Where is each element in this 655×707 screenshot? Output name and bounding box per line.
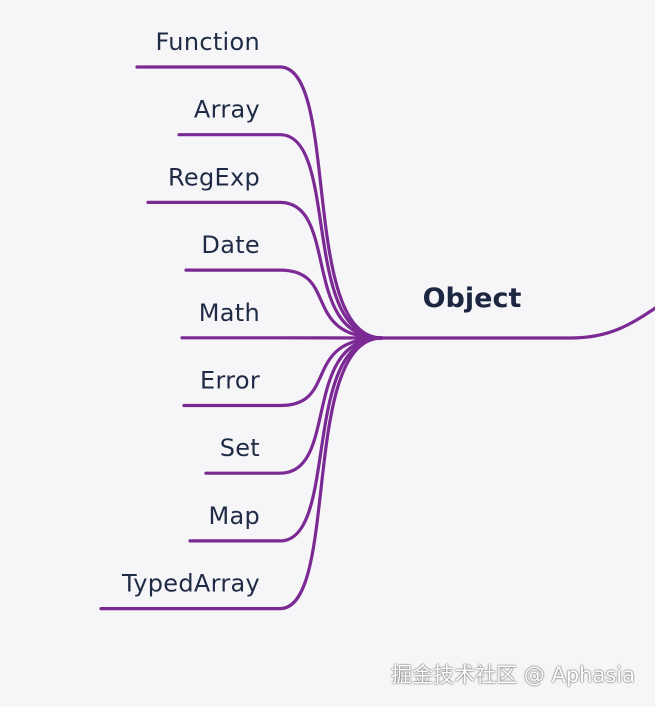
mindmap-child-labels: FunctionArrayRegExpDateMathErrorSetMapTy… [121,28,260,598]
branch-line-set [204,336,384,475]
branch-line-array [177,133,384,340]
node-regexp[interactable]: RegExp [168,163,260,191]
node-date[interactable]: Date [201,231,260,259]
mindmap-branches [99,65,384,611]
node-map[interactable]: Map [208,502,260,530]
node-array[interactable]: Array [194,96,260,124]
node-typedarray[interactable]: TypedArray [121,570,260,598]
branch-line-error [182,336,384,408]
branch-line-map [188,336,384,543]
branch-line-regexp [146,200,384,340]
node-error[interactable]: Error [200,367,260,395]
branch-line-function [135,65,384,340]
root-node-object[interactable]: Object [423,283,522,314]
branch-line-date [184,268,384,340]
node-math[interactable]: Math [199,299,260,327]
node-set[interactable]: Set [220,434,260,462]
branch-line-typedarray [99,336,384,611]
node-function[interactable]: Function [156,28,260,56]
watermark-text: 掘金技术社区 @ Aphasia [391,663,635,687]
root-branch-line [380,306,655,340]
